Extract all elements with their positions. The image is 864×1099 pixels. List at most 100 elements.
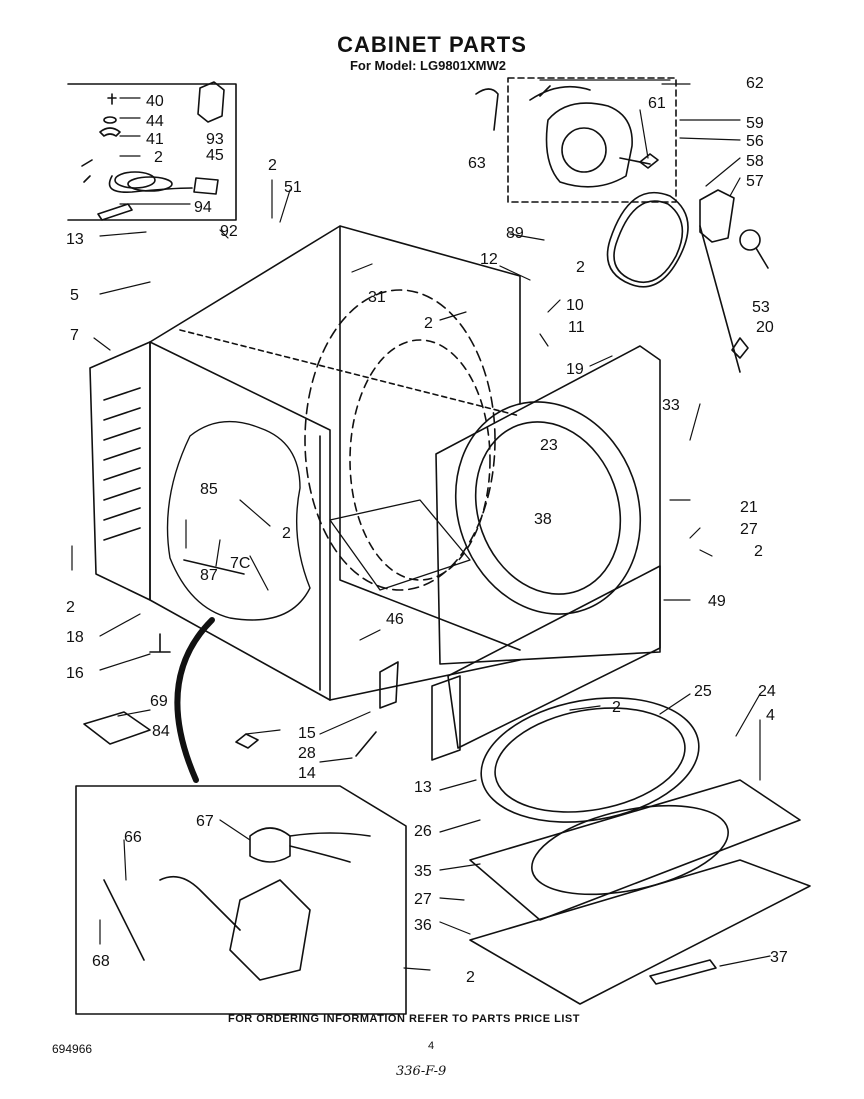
part-67-igniter-icon bbox=[249, 827, 291, 863]
callout-41: 41 bbox=[146, 131, 164, 148]
callout-4: 4 bbox=[766, 707, 775, 724]
callout-2: 2 bbox=[66, 599, 75, 616]
callout-53: 53 bbox=[752, 299, 770, 316]
drive-belt-icon bbox=[606, 191, 689, 288]
callout-66: 66 bbox=[124, 829, 142, 846]
callout-2: 2 bbox=[282, 525, 291, 542]
callout-35: 35 bbox=[414, 863, 432, 880]
page-number: 4 bbox=[428, 1040, 435, 1052]
callout-14: 14 bbox=[298, 765, 316, 782]
ordering-info-note: FOR ORDERING INFORMATION REFER TO PARTS … bbox=[228, 1013, 580, 1025]
callout-51: 51 bbox=[284, 179, 302, 196]
page-title: CABINET PARTS bbox=[337, 32, 527, 57]
callout-7: 7 bbox=[70, 327, 79, 344]
part-84-arrow-icon bbox=[174, 617, 215, 783]
part-63-harness-icon bbox=[475, 88, 499, 131]
model-subtitle: For Model: LG9801XMW2 bbox=[349, 58, 507, 73]
callout-24: 24 bbox=[758, 683, 776, 700]
callout-20: 20 bbox=[756, 319, 774, 336]
part-44-icon bbox=[103, 116, 117, 124]
callout-45: 45 bbox=[206, 147, 224, 164]
part-45-cord-icon bbox=[108, 175, 193, 193]
callout-37: 37 bbox=[770, 949, 788, 966]
part-69-icon bbox=[83, 711, 151, 745]
part-14-spring-icon bbox=[355, 731, 377, 757]
callout-10: 10 bbox=[566, 297, 584, 314]
callout-93: 93 bbox=[206, 131, 224, 148]
part-16-leveling-leg-icon bbox=[149, 633, 171, 653]
callout-2: 2 bbox=[154, 149, 163, 166]
callout-11: 11 bbox=[568, 319, 585, 336]
callout-68: 68 bbox=[92, 953, 110, 970]
part-45-plug-icon bbox=[193, 177, 219, 195]
callout-40: 40 bbox=[146, 93, 164, 110]
rear-panel-icon bbox=[89, 341, 151, 601]
callout-85: 85 bbox=[200, 481, 218, 498]
motor-icon bbox=[529, 85, 659, 188]
part-93-icon bbox=[197, 81, 225, 123]
callout-49: 49 bbox=[708, 593, 726, 610]
callout-19: 19 bbox=[566, 361, 584, 378]
callout-58: 58 bbox=[746, 153, 764, 170]
lower-trim-icon bbox=[431, 675, 461, 761]
handwritten-code: 336-F-9 bbox=[396, 1064, 447, 1079]
callout-2: 2 bbox=[754, 543, 763, 560]
callout-84: 84 bbox=[152, 723, 170, 740]
gas-valve-inset-box bbox=[75, 785, 407, 1015]
callout-13: 13 bbox=[66, 231, 84, 248]
callout-18: 18 bbox=[66, 629, 84, 646]
hardware-inset-box bbox=[67, 81, 237, 221]
part-40-icon bbox=[107, 93, 117, 105]
part-66-icon bbox=[103, 879, 145, 961]
callout-28: 28 bbox=[298, 745, 316, 762]
callout-67: 67 bbox=[196, 813, 214, 830]
part-41-icon bbox=[99, 127, 121, 137]
callout-87: 87 bbox=[200, 567, 218, 584]
part-61-icon bbox=[639, 153, 659, 169]
callout-5: 5 bbox=[70, 287, 79, 304]
part-36-tray-icon bbox=[469, 859, 811, 1005]
callout-46: 46 bbox=[386, 611, 404, 628]
cutaway-view bbox=[166, 420, 311, 621]
callout-16: 16 bbox=[66, 665, 84, 682]
callout-12: 12 bbox=[480, 251, 498, 268]
callout-62: 62 bbox=[746, 75, 764, 92]
part-20-icon bbox=[731, 337, 749, 359]
callout-61: 61 bbox=[648, 95, 666, 112]
callout-2: 2 bbox=[424, 315, 433, 332]
callout-36: 36 bbox=[414, 917, 432, 934]
callout-15: 15 bbox=[298, 725, 316, 742]
document-number: 694966 bbox=[52, 1042, 93, 1056]
callout-44: 44 bbox=[146, 113, 164, 130]
part-37-icon bbox=[649, 959, 717, 985]
part-35-base-icon bbox=[469, 779, 801, 921]
callout-2: 2 bbox=[612, 699, 621, 716]
part-94-icon bbox=[97, 203, 133, 221]
motor-inset-box bbox=[507, 77, 677, 203]
callout-89: 89 bbox=[506, 225, 524, 242]
callout-25: 25 bbox=[694, 683, 712, 700]
front-panel-icon bbox=[435, 345, 661, 665]
callout-2: 2 bbox=[576, 259, 585, 276]
part-49-toe-panel-icon bbox=[447, 565, 661, 749]
callout-31: 31 bbox=[368, 289, 386, 306]
callout-2: 2 bbox=[466, 969, 475, 986]
part-15-icon bbox=[235, 733, 259, 749]
callout-57: 57 bbox=[746, 173, 764, 190]
part-57-idler-bracket-icon bbox=[699, 189, 735, 243]
callout-21: 21 bbox=[740, 499, 758, 516]
callout-13: 13 bbox=[414, 779, 432, 796]
part-28-icon bbox=[379, 661, 399, 709]
callout-59: 59 bbox=[746, 115, 764, 132]
callout-23: 23 bbox=[540, 437, 558, 454]
callout-63: 63 bbox=[468, 155, 486, 172]
callout-56: 56 bbox=[746, 133, 764, 150]
callout-94: 94 bbox=[194, 199, 212, 216]
part-2-screw-icon bbox=[81, 159, 93, 183]
callout-27: 27 bbox=[740, 521, 758, 538]
callout-92: 92 bbox=[220, 223, 238, 240]
part-25-seal-icon bbox=[480, 697, 700, 823]
callout-38: 38 bbox=[534, 511, 552, 528]
callout-2: 2 bbox=[268, 157, 277, 174]
